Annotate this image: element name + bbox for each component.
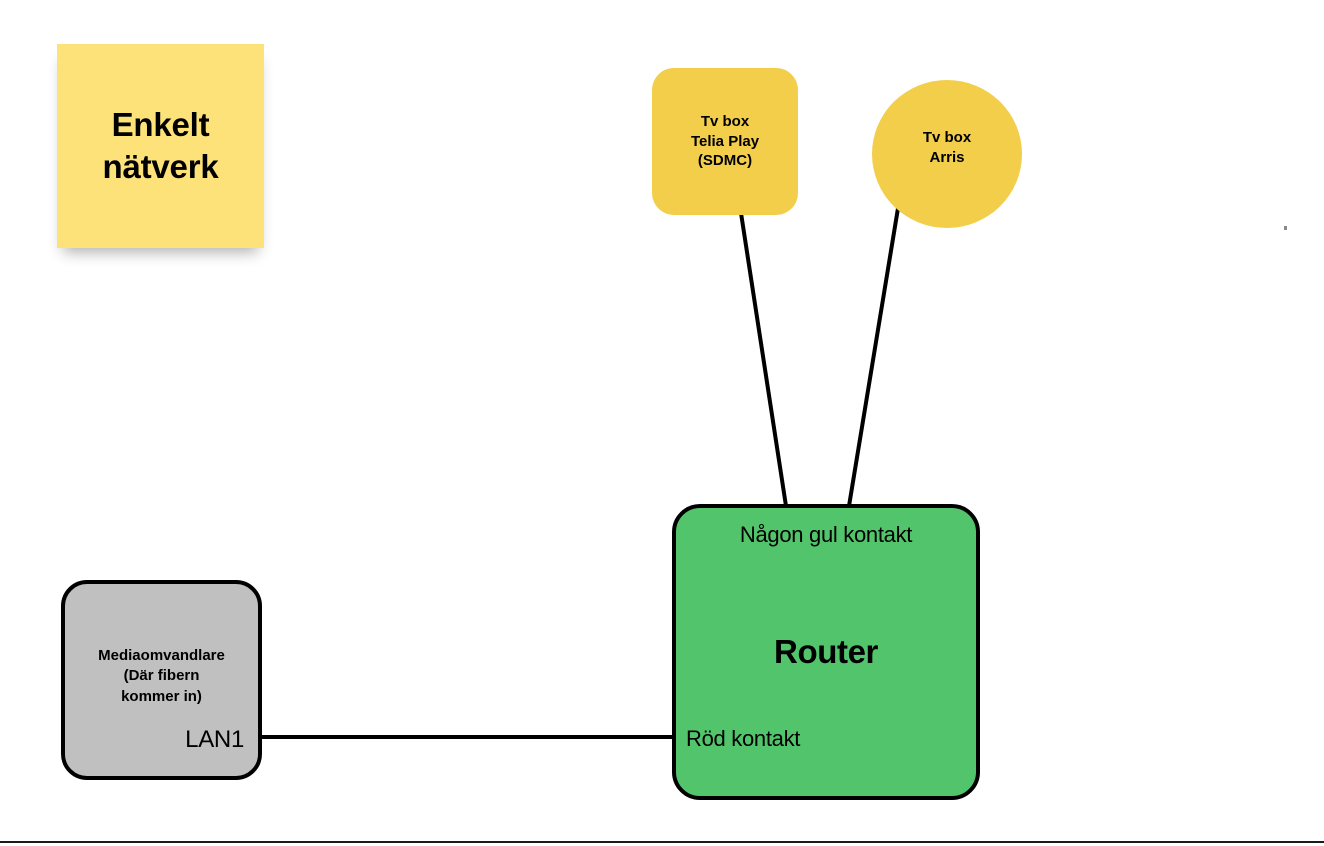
node-tvbox-telia-play-label: Tv box Telia Play (SDMC) [690, 112, 760, 170]
router-port-left-label: Röd kontakt [686, 726, 801, 751]
router-title: Router [774, 633, 878, 670]
router-port-top-label: Någon gul kontakt [739, 522, 913, 547]
node-media-converter[interactable]: Mediaomvandlare (Där fibern kommer in) L… [61, 580, 262, 780]
node-tvbox-arris[interactable]: Tv box Arris [872, 80, 1022, 228]
node-media-converter-label: Mediaomvandlare (Där fibern kommer in) [98, 647, 225, 705]
node-tvbox-telia-play[interactable]: Tv box Telia Play (SDMC) [652, 68, 798, 215]
node-media-converter-port-lan1: LAN1 [185, 726, 244, 753]
edge-arris-to-router [847, 189, 903, 507]
stray-dot-mark [1284, 226, 1287, 230]
sticky-note-label: Enkelt nätverk [102, 105, 219, 185]
node-tvbox-arris-label: Tv box Arris [922, 129, 972, 166]
bottom-divider [0, 841, 1324, 843]
node-router[interactable]: Någon gul kontakt Router Röd kontakt [672, 504, 980, 800]
sticky-note[interactable]: Enkelt nätverk [57, 44, 264, 248]
edge-telia-to-router [739, 212, 788, 507]
